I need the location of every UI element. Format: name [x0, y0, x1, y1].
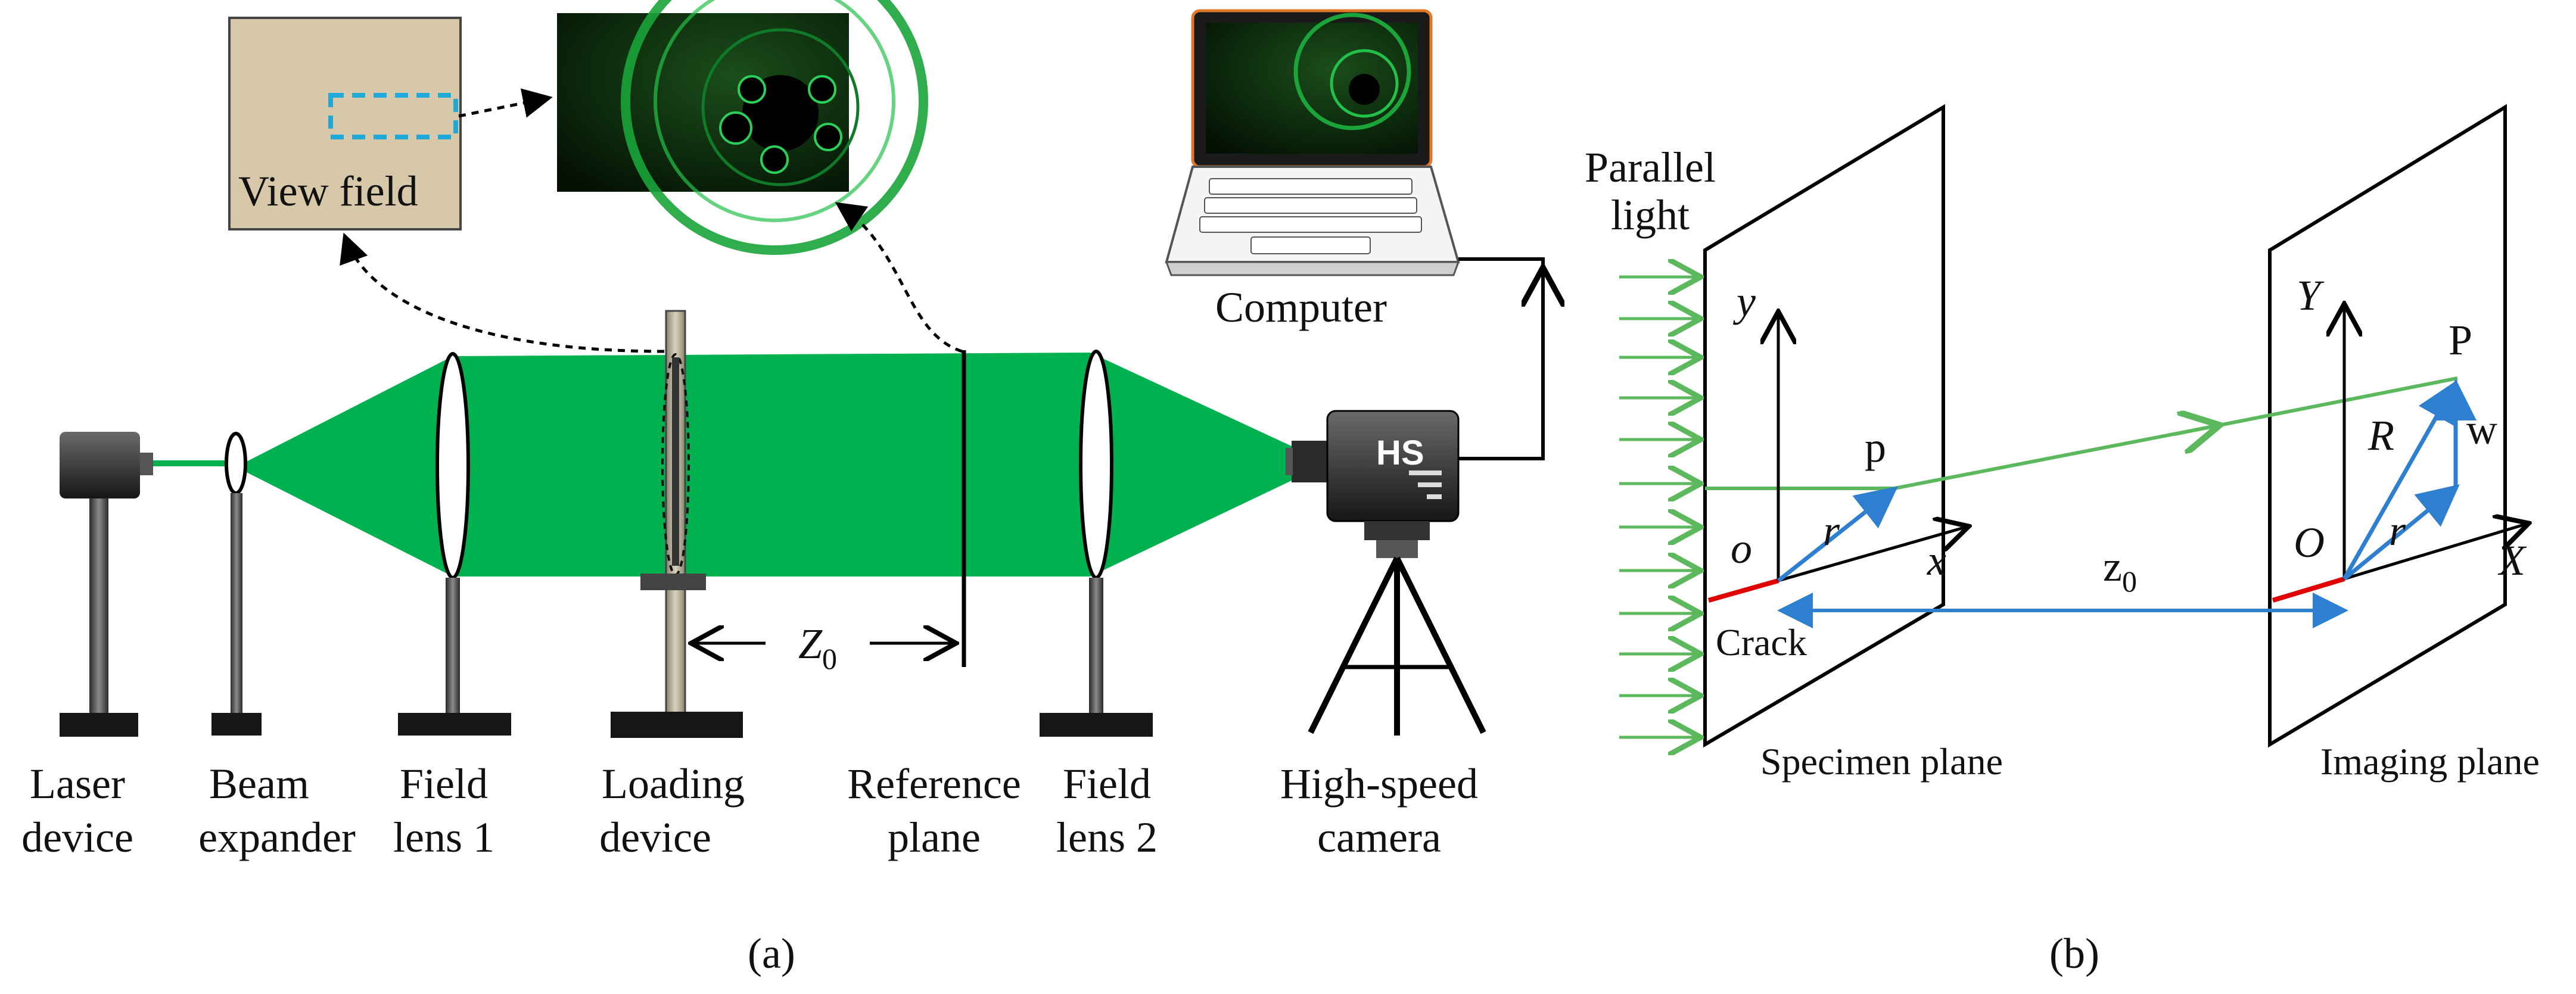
- imaging-plane-label: Imaging plane: [2320, 740, 2540, 783]
- reference-to-image-arrow: [835, 202, 963, 353]
- beam-expander: [211, 432, 262, 736]
- crack-imaging: [2272, 577, 2345, 603]
- computer-label: Computer: [1215, 283, 1387, 331]
- z0-label-b: z0: [2103, 543, 2137, 598]
- r-label-specimen: r: [1823, 507, 1840, 554]
- deflected-ray: [1705, 376, 2458, 490]
- camera-to-computer-line: [1458, 257, 1545, 460]
- y-axis-label-specimen: y: [1732, 278, 1756, 325]
- z0-label-a: Z0: [798, 620, 837, 675]
- x-axis-label-specimen: x: [1927, 537, 1946, 584]
- field-lens-2: [1040, 350, 1153, 737]
- R-label-imaging: R: [2367, 412, 2394, 459]
- light-beam: [243, 353, 1293, 577]
- computer-laptop: [1165, 9, 1460, 276]
- caption-a: (a): [748, 930, 795, 977]
- panel-a: HS Computer View field: [21, 0, 1543, 977]
- view-field-box: [228, 17, 462, 230]
- computer-keyboard: [1199, 178, 1422, 254]
- roi-to-image-arrow: [458, 88, 553, 118]
- loading-to-viewfield-arrow: [340, 232, 665, 353]
- caption-b: (b): [2049, 930, 2099, 977]
- origin-O-label: O: [2294, 519, 2325, 566]
- crack-label: Crack: [1716, 621, 1807, 663]
- r-label-imaging: r: [2389, 507, 2406, 554]
- w-label-imaging: w: [2466, 406, 2497, 453]
- laser-device: [60, 432, 153, 737]
- x-axis-imaging: [2344, 524, 2526, 581]
- r-vector-imaging: [2342, 484, 2460, 581]
- specimen-plane-label: Specimen plane: [1760, 740, 2003, 783]
- y-axis-label-imaging: Y: [2297, 272, 2325, 319]
- caustic-image: [557, 0, 928, 255]
- camera-badge: HS: [1376, 434, 1424, 472]
- imaging-plane: [2268, 104, 2507, 748]
- high-speed-camera: [1286, 410, 1486, 736]
- loading-device: [611, 310, 743, 738]
- field-lens-1: [398, 352, 511, 736]
- x-axis-label-imaging: X: [2497, 537, 2527, 584]
- point-p-label: p: [1865, 423, 1886, 471]
- point-P-label: P: [2449, 316, 2472, 364]
- crack-specimen: [1707, 578, 1779, 603]
- origin-o-label: o: [1731, 525, 1752, 572]
- view-field-label: View field: [238, 167, 418, 215]
- x-axis-specimen: [1778, 527, 1966, 582]
- parallel-light-arrows: [1619, 277, 1698, 737]
- r-vector-specimen: [1777, 486, 1898, 582]
